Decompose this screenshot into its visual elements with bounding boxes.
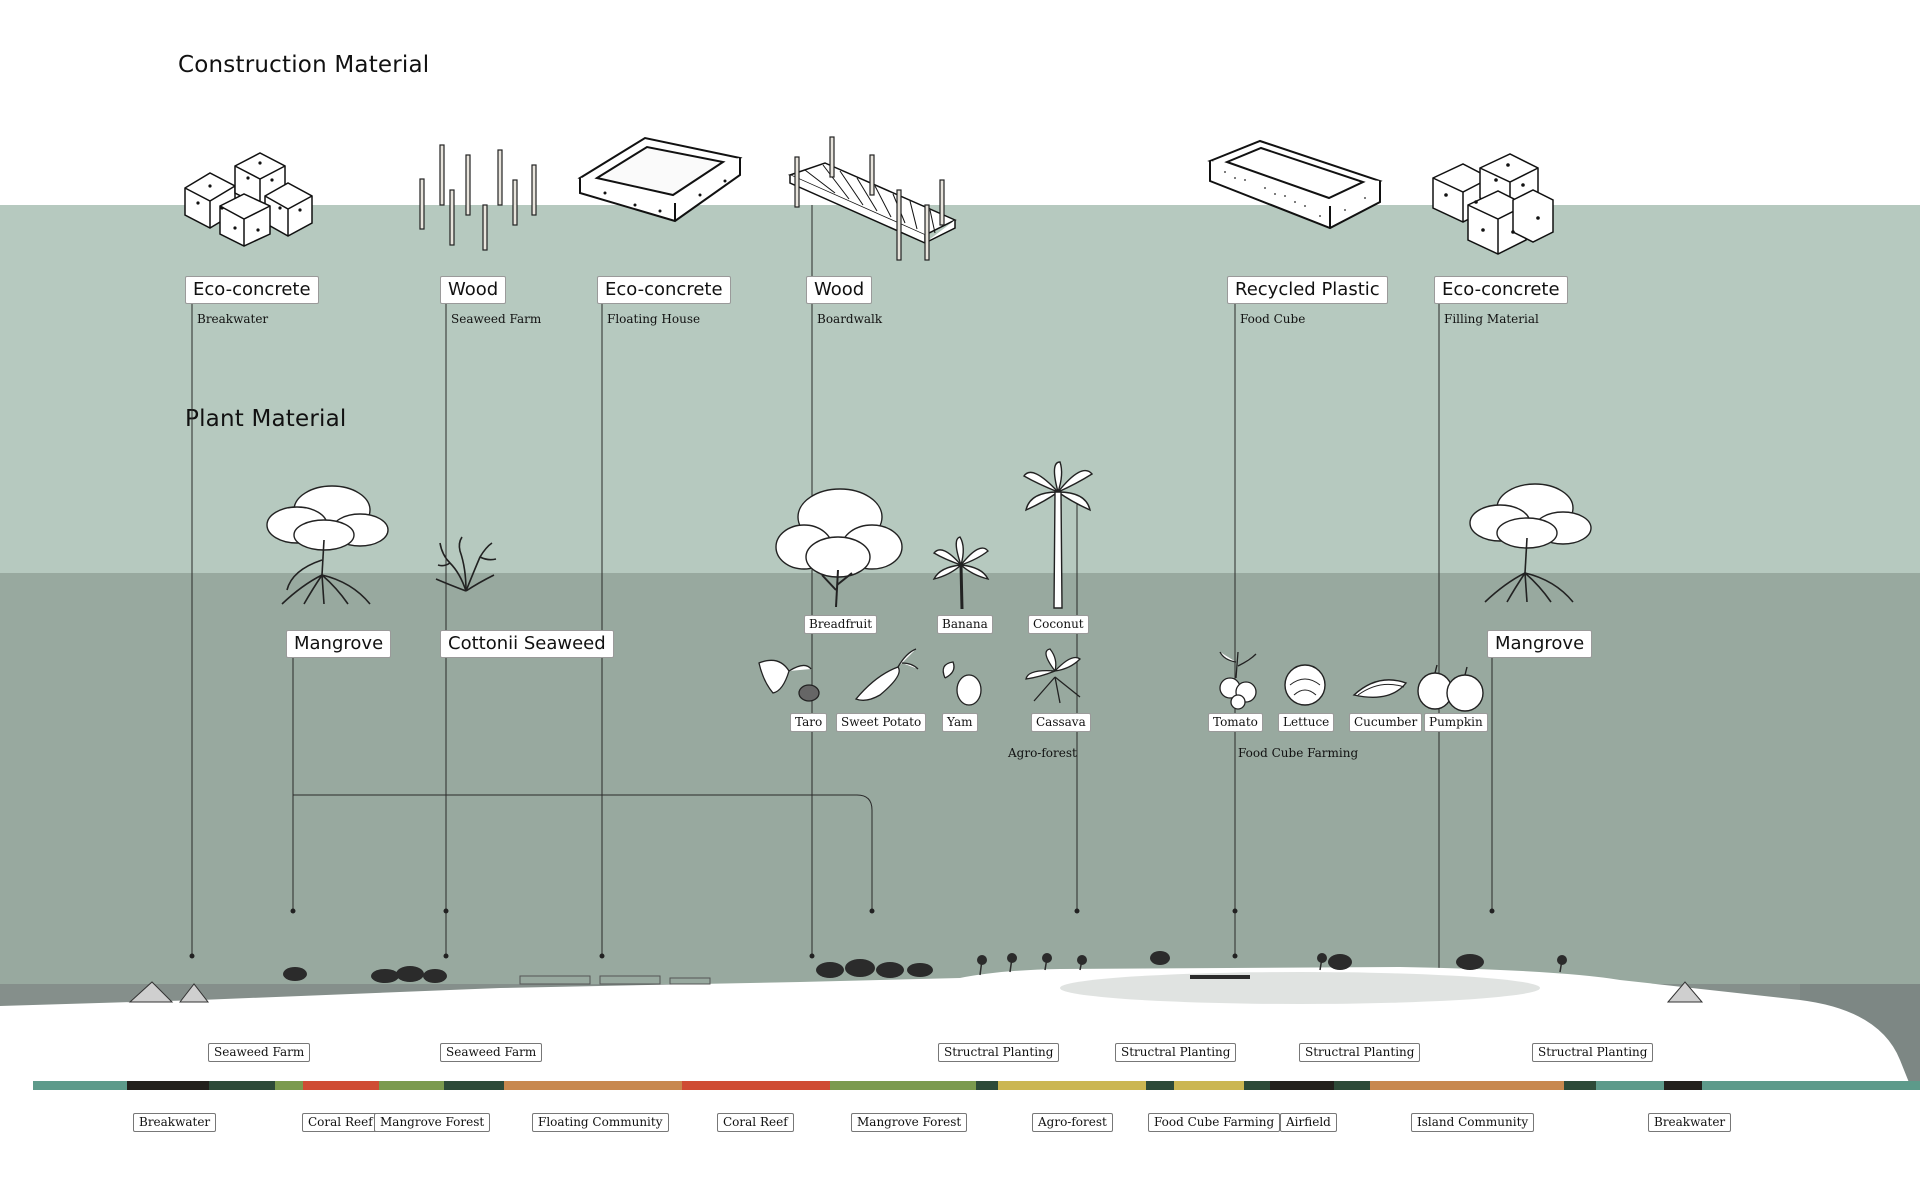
lettuce-icon [1284,664,1326,706]
crop-label-taro: Taro [790,713,828,732]
planting-label: Structral Planting [1115,1043,1237,1062]
stacked-cubes-icon [184,152,313,247]
coconut-palm-icon [1023,461,1094,609]
crop-label-yam: Yam [942,713,978,732]
zone-label: Breakwater [1648,1113,1732,1132]
tree-label-banana: Banana [937,615,993,634]
agro-forest-caption: Agro-forest [1008,746,1077,760]
zone-label: Coral Reef [717,1113,794,1132]
material-label: Eco-concrete [597,276,731,304]
sweet-potato-icon [854,648,919,701]
zone-label: Airfield [1280,1113,1337,1132]
plant-label-cottonii-seaweed: Cottonii Seaweed [440,630,614,658]
crop-label-cassava: Cassava [1031,713,1091,732]
material-label: Eco-concrete [185,276,319,304]
food-cube-farming-caption: Food Cube Farming [1238,746,1359,760]
planting-label: Seaweed Farm [440,1043,543,1062]
crop-label-cucumber: Cucumber [1349,713,1423,732]
zone-label: Agro-forest [1032,1113,1113,1132]
crop-label-sweet-potato: Sweet Potato [836,713,927,732]
crop-label-pumpkin: Pumpkin [1424,713,1488,732]
plant-label-mangrove: Mangrove [1487,630,1593,658]
zone-label: Breakwater [133,1113,217,1132]
material-use: Filling Material [1444,312,1539,326]
tree-label-coconut: Coconut [1028,615,1089,634]
material-use: Food Cube [1240,312,1306,326]
concrete-basin-icon [577,136,743,223]
crop-label-lettuce: Lettuce [1278,713,1335,732]
plant-material-heading: Plant Material [185,406,347,432]
zone-label: Mangrove Forest [374,1113,491,1132]
wooden-poles-icon [419,144,537,251]
yam-icon [942,661,982,706]
plastic-trough-icon [1207,139,1383,230]
zone-label: Coral Reef [302,1113,379,1132]
planting-label: Structral Planting [1532,1043,1654,1062]
material-label: Wood [806,276,873,304]
zone-label: Food Cube Farming [1148,1113,1281,1132]
cucumber-icon [1352,679,1408,698]
material-use: Floating House [607,312,701,326]
zone-colour-bar [33,1081,1920,1090]
banana-plant-icon [932,536,990,610]
material-label: Wood [440,276,507,304]
material-label: Eco-concrete [1434,276,1568,304]
breadfruit-tree-icon [775,488,903,608]
filling-cubes-icon [1432,153,1554,255]
pumpkin-icon [1417,664,1484,712]
seaweed-icon [435,536,497,592]
tomato-icon [1219,651,1257,710]
material-label: Recycled Plastic [1227,276,1388,304]
leader-lines [191,205,1493,990]
boardwalk-icon [787,136,957,261]
material-use: Breakwater [197,312,269,326]
island-ground [0,967,1920,1181]
zone-label: Mangrove Forest [851,1113,968,1132]
planting-label: Structral Planting [1299,1043,1421,1062]
zone-label: Island Community [1411,1113,1535,1132]
tree-label-breadfruit: Breadfruit [804,615,878,634]
cassava-icon [1025,648,1081,704]
material-use: Boardwalk [817,312,883,326]
mangrove-icon [266,485,389,605]
zone-label: Floating Community [532,1113,669,1132]
plant-label-mangrove: Mangrove [286,630,392,658]
taro-icon [758,659,820,702]
material-use: Seaweed Farm [451,312,542,326]
construction-material-heading: Construction Material [178,52,430,78]
planting-label: Seaweed Farm [208,1043,311,1062]
planting-label: Structral Planting [938,1043,1060,1062]
crop-label-tomato: Tomato [1208,713,1263,732]
mangrove-icon [1469,483,1592,603]
